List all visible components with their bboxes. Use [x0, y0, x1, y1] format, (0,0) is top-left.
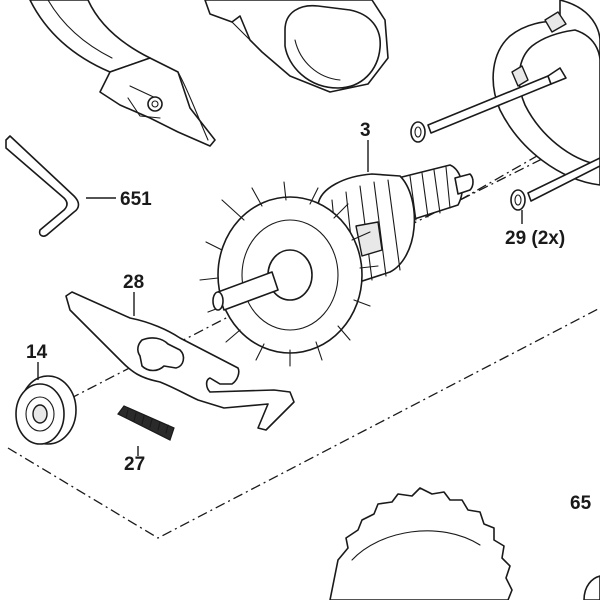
saw-blade-part: [329, 487, 513, 600]
screw-top-part: [410, 67, 567, 143]
label-bearing: 14: [26, 342, 48, 363]
label-saw-blade: 65: [570, 493, 592, 514]
label-spring: 27: [124, 454, 145, 475]
armature-part: [199, 164, 474, 367]
arbor-washer-part: [583, 575, 600, 600]
brush-holder-ring-part: [492, 0, 600, 186]
hex-key-part: [5, 135, 80, 237]
blade-guard-part: [29, 0, 216, 147]
motor-housing-part: [204, 0, 389, 93]
wrench-plate-part: [65, 291, 295, 431]
label-screws: 29 (2x): [505, 228, 565, 249]
spring-part: [117, 405, 175, 441]
screw-bottom-part: [510, 157, 600, 211]
label-wrench-plate: 28: [123, 272, 144, 293]
label-armature: 3: [360, 120, 371, 141]
assembly-boundary-line: [7, 307, 600, 539]
label-hex-key: 651: [120, 189, 152, 210]
bearing-part: [15, 375, 77, 445]
